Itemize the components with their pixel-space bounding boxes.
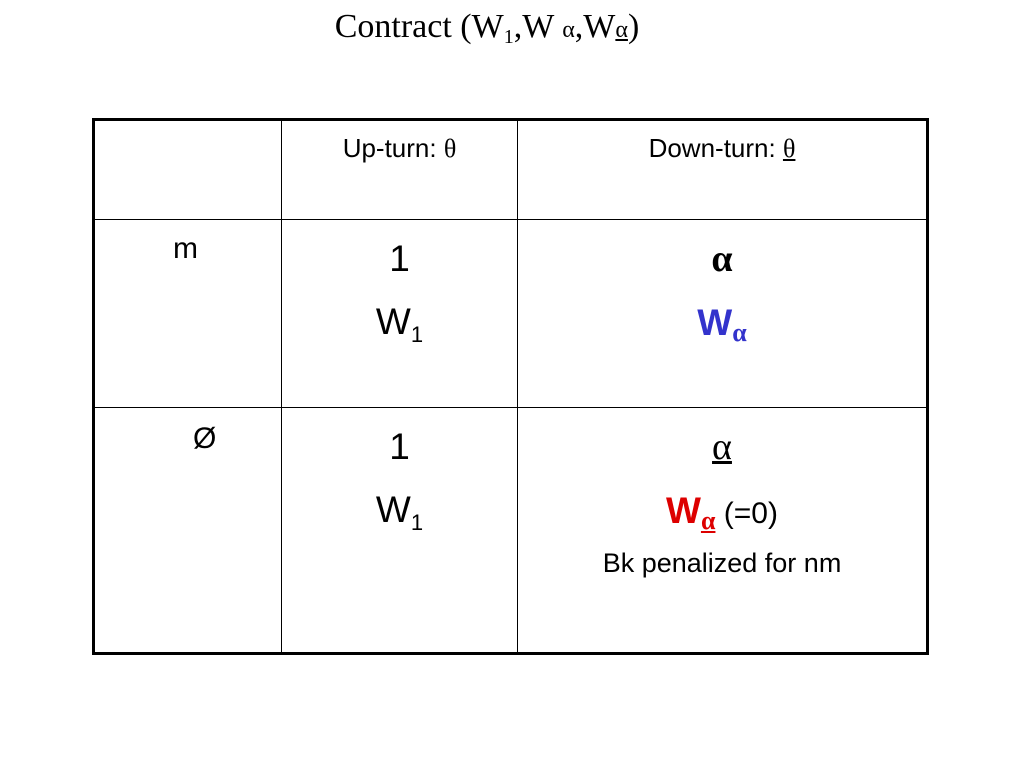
- cell-o-down: α Wα (=0) Bk penalized for nm: [517, 407, 928, 654]
- up-turn-header: Up-turn: θ: [281, 119, 518, 220]
- down-value: α: [711, 238, 733, 280]
- up-value: 1: [389, 426, 410, 467]
- cell-m-up: 1 W1: [281, 219, 518, 408]
- header-row: Up-turn: θ Down-turn: θ: [93, 119, 928, 220]
- contract-table: Up-turn: θ Down-turn: θ m 1 W1 α Wα Ø 1 …: [92, 118, 929, 655]
- corner-cell: [93, 119, 282, 220]
- up-wage: W1: [375, 301, 424, 347]
- up-wage: W1: [375, 489, 424, 535]
- title-suffix: ): [627, 8, 640, 45]
- penalty-note: Bk penalized for nm: [602, 548, 842, 578]
- title-mid-2: ,W: [574, 8, 616, 45]
- cell-o-up: 1 W1: [281, 407, 518, 654]
- down-wage: Wα: [697, 302, 747, 347]
- title-mid-1: ,W: [513, 8, 563, 45]
- down-value: α: [712, 426, 732, 468]
- row-label-empty: Ø: [93, 407, 282, 654]
- title-alpha-1: α: [562, 17, 575, 43]
- theta-underline-symbol: θ: [782, 134, 796, 163]
- cell-m-down: α Wα: [517, 219, 928, 408]
- theta-symbol: θ: [443, 134, 457, 163]
- title-prefix: Contract (W: [334, 8, 504, 45]
- up-turn-label: Up-turn:: [342, 133, 444, 163]
- table-row: m 1 W1 α Wα: [93, 219, 928, 408]
- down-wage: Wα (=0): [666, 490, 778, 535]
- title-alpha-2: α: [615, 17, 628, 43]
- up-value: 1: [389, 238, 410, 279]
- table-row: Ø 1 W1 α Wα (=0) Bk penalized for nm: [93, 407, 928, 654]
- slide-title: Contract (W1,W α,Wα): [0, 8, 1024, 49]
- row-label-m: m: [93, 219, 282, 408]
- down-turn-header: Down-turn: θ: [517, 119, 928, 220]
- title-sub-1: 1: [503, 26, 514, 48]
- down-turn-label: Down-turn:: [648, 133, 783, 163]
